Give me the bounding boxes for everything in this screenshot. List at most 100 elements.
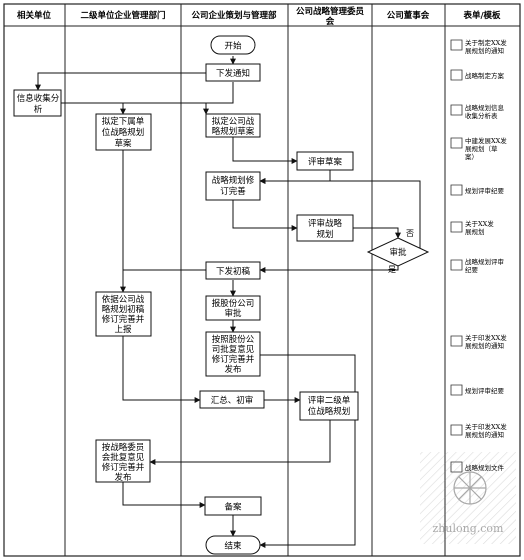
svg-text:规划评审纪要: 规划评审纪要 <box>465 186 505 195</box>
archive-label: 备案 <box>224 502 242 513</box>
edge-revise-reviewplan <box>232 200 298 231</box>
svg-text:关于XX发展规划: 关于XX发展规划 <box>465 219 494 236</box>
review-draft-box <box>296 151 354 171</box>
connectors <box>35 56 421 548</box>
form-item: 规划评审纪要 <box>450 384 505 396</box>
review-plan-box <box>296 214 354 242</box>
archive-box <box>204 496 262 516</box>
edge-revisesub-summary <box>122 336 201 403</box>
approve-diamond <box>366 237 430 267</box>
edge-revisecommittee-archive <box>122 480 206 508</box>
document-icon <box>450 424 463 436</box>
document-icon <box>450 184 463 196</box>
svg-text:战略规划评审纪要: 战略规划评审纪要 <box>465 257 504 274</box>
document-icon <box>450 259 463 271</box>
svg-text:战略制定方案: 战略制定方案 <box>465 71 505 80</box>
watermark-logo <box>453 471 487 505</box>
edge-notice-collect <box>35 72 206 91</box>
issue-draft-label: 下发初稿 <box>216 266 251 277</box>
lane-header-board: 公司董事会 <box>387 10 430 21</box>
frame <box>3 3 521 557</box>
summary-box <box>199 390 265 409</box>
forms-column: 关于制定XX发展规划的通知 战略制定方案 战略规划信息收集分析表 中建发展XX发… <box>450 38 507 473</box>
lane-dividers <box>64 4 446 556</box>
approve-label: 审批 <box>389 247 407 258</box>
revise-plan-box <box>205 171 261 201</box>
svg-text:中建发展XX发展规划（草案）: 中建发展XX发展规划（草案） <box>465 136 507 161</box>
edge-collect-draft-company <box>61 102 209 115</box>
edge-label-no: 否 <box>406 229 414 238</box>
review-plan-label: 评审战略规划 <box>308 218 343 240</box>
review-draft-label: 评审草案 <box>308 157 343 168</box>
lane-header-related: 相关单位 <box>17 10 52 21</box>
start-label: 开始 <box>224 41 242 52</box>
issue-notice-box <box>205 63 261 82</box>
lane-header-planning-dept: 公司企业策划与管理部 <box>191 10 277 21</box>
submit-group-box <box>205 295 261 321</box>
edge-reviewplan-approve <box>353 227 401 239</box>
form-item: 关于印发XX发展规划的通知 <box>450 422 507 439</box>
edge-notice-draft-sub <box>120 82 234 115</box>
nodes: 开始 下发通知 信息收集分析 拟定下属单位战略规划草案 拟定公司战略规划草案 评… <box>13 35 430 555</box>
watermark-pattern <box>420 452 516 544</box>
revise-by-group-box <box>205 331 261 377</box>
edge-label-yes: 是 <box>388 265 396 274</box>
form-item: 关于印发XX发展规划的通知 <box>450 333 507 350</box>
document-icon <box>450 221 463 233</box>
form-item: 战略规划评审纪要 <box>450 257 504 274</box>
revise-submit-box <box>95 291 152 337</box>
end-label: 结束 <box>224 541 242 552</box>
svg-text:关于印发XX发展规划的通知: 关于印发XX发展规划的通知 <box>465 422 507 439</box>
draft-sub-box <box>95 113 152 151</box>
draft-company-box <box>205 113 261 138</box>
form-item: 中建发展XX发展规划（草案） <box>450 136 507 161</box>
edge-issue-revise <box>120 269 206 293</box>
form-item: 关于XX发展规划 <box>450 219 494 236</box>
revise-by-group-label: 按照股份公司批复意见修订完善并发布 <box>212 334 255 375</box>
svg-text:关于制定XX发展规划的通知: 关于制定XX发展规划的通知 <box>465 38 507 55</box>
watermark-text: zhulong.com <box>433 522 505 535</box>
edge-review-revise <box>259 170 331 184</box>
svg-text:战略规划信息收集分析表: 战略规划信息收集分析表 <box>465 103 505 120</box>
svg-text:规划评审纪要: 规划评审纪要 <box>465 386 505 395</box>
lane-header-forms: 表单/模板 <box>462 10 501 21</box>
end-node <box>205 535 261 555</box>
watermark: zhulong.com <box>420 452 516 544</box>
edge-publish-end <box>259 470 356 548</box>
lane-header-secondary-unit: 二级单位企业管理部门 <box>80 10 165 21</box>
lane-header-strategy-committee: 公司战略管理委员会 <box>296 6 365 27</box>
review-sub-plan-label: 评审二级单位战略规划 <box>308 395 351 417</box>
form-item: 战略制定方案 <box>450 69 505 81</box>
revise-plan-label: 战略规划修订完善 <box>212 175 255 197</box>
revise-by-committee-label: 按战略委员会批复意见修订完善并发布 <box>102 442 145 483</box>
edge-approve-yes <box>259 259 399 273</box>
svg-text:关于印发XX发展规划的通知: 关于印发XX发展规划的通知 <box>465 333 507 350</box>
document-icon <box>450 69 463 81</box>
start-node <box>210 35 256 55</box>
submit-group-label: 报股份公司审批 <box>212 298 255 319</box>
summary-label: 汇总、初审 <box>211 395 254 406</box>
form-item: 战略规划信息收集分析表 <box>450 103 505 120</box>
draft-company-label: 拟定公司战略规划草案 <box>212 116 255 137</box>
document-icon <box>450 335 463 347</box>
revise-submit-label: 依据公司战略规划初稿修订完善并上报 <box>102 294 145 335</box>
document-icon <box>450 104 463 116</box>
info-collect-box <box>13 89 62 117</box>
document-icon <box>450 384 463 396</box>
issue-draft-box <box>205 261 261 280</box>
edge-draft-review <box>232 148 298 164</box>
edge-approve-no <box>259 178 421 248</box>
lane-headers: 相关单位 二级单位企业管理部门 公司企业策划与管理部 公司战略管理委员会 公司董… <box>17 6 501 27</box>
form-item: 规划评审纪要 <box>450 184 505 196</box>
issue-notice-label: 下发通知 <box>216 68 250 79</box>
review-sub-plan-box <box>299 391 359 421</box>
edge-review-revisecommittee <box>149 420 331 465</box>
edge-revise-right <box>260 354 356 470</box>
draft-sub-label: 拟定下属单位战略规划草案 <box>102 116 145 149</box>
form-item: 关于制定XX发展规划的通知 <box>450 38 507 55</box>
document-icon <box>450 137 463 149</box>
revise-by-committee-box <box>95 439 151 483</box>
info-collect-label: 信息收集分析 <box>17 93 60 115</box>
document-icon <box>450 39 463 51</box>
